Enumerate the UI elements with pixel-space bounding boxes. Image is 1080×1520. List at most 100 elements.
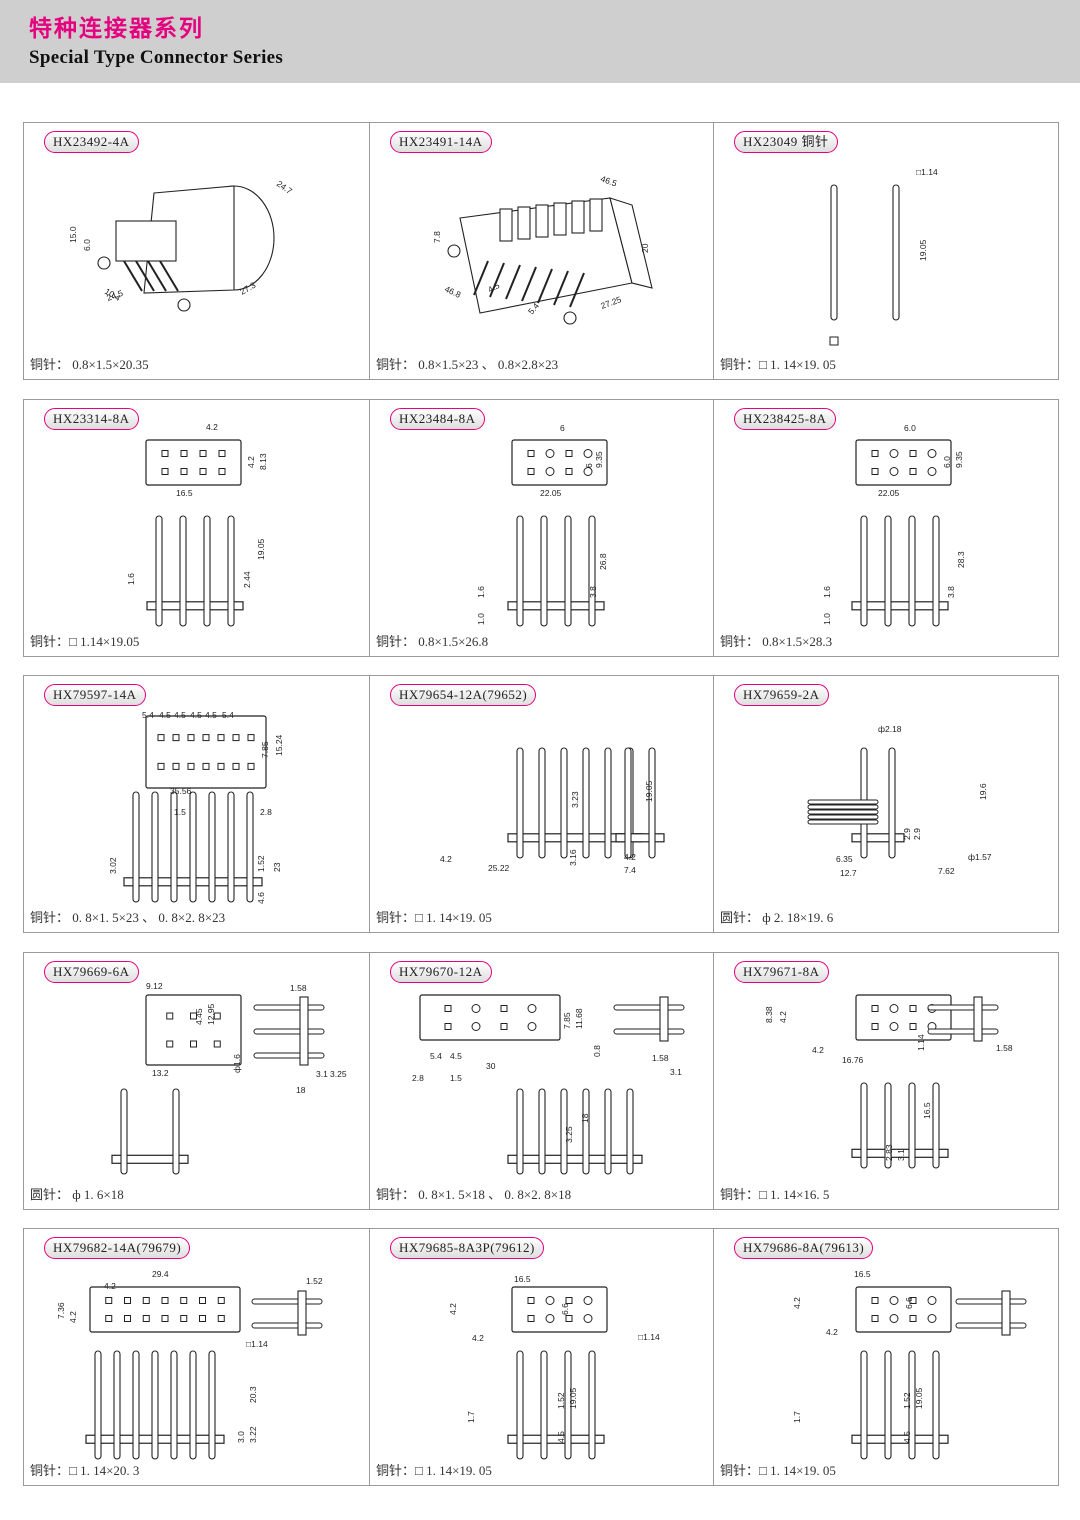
dimension-label: 6.35	[836, 854, 853, 864]
dimension-label: 12.95	[206, 1003, 216, 1025]
dimension-label: 19.05	[568, 1387, 578, 1409]
dimension-label: 29.4	[152, 1269, 169, 1279]
dimension-label: 4.5	[450, 1051, 462, 1061]
dimension-label: 4.5	[205, 710, 217, 720]
dimension-label: ф1.6	[232, 1054, 242, 1073]
dimension-label: 46.5	[599, 173, 618, 188]
dimension-label: ф2.18	[878, 724, 902, 734]
dimension-label: 4.2	[826, 1327, 838, 1337]
dimension-label: □1.14	[246, 1339, 268, 1349]
dimension-label: 12.7	[840, 868, 857, 878]
dimension-label: 4.2	[68, 1311, 78, 1323]
model-number-badge: HX23049 铜针	[734, 131, 838, 153]
dimension-label: 16.5	[922, 1102, 932, 1119]
dimension-label: 3.1	[670, 1067, 682, 1077]
dimension-label: 8.38	[764, 1006, 774, 1023]
dimension-label: 1.52	[306, 1276, 323, 1286]
model-number-badge: HX79685-8A3P(79612)	[390, 1237, 544, 1259]
dimension-label: 4.5	[159, 710, 171, 720]
dimension-label: 3.25	[330, 1069, 347, 1079]
dimension-label: 6.0	[82, 239, 92, 251]
dimension-label: 24.7	[275, 178, 295, 196]
dimension-label: 16.5	[854, 1269, 871, 1279]
dimension-label: 19.05	[918, 239, 928, 261]
dimension-label: 28.3	[956, 551, 966, 568]
model-number-badge: HX79659-2A	[734, 684, 829, 706]
model-number-badge: HX79671-8A	[734, 961, 829, 983]
page-title-english: Special Type Connector Series	[29, 47, 284, 68]
dimension-label: 4.2	[448, 1303, 458, 1315]
model-number-badge: HX238425-8A	[734, 408, 836, 430]
model-number-badge: HX23314-8A	[44, 408, 139, 430]
dimension-label: 5.4	[142, 710, 154, 720]
dimension-label: 1.58	[652, 1053, 669, 1063]
dimension-label: 0.8	[592, 1045, 602, 1057]
dimension-label: 6.6	[904, 1297, 914, 1309]
dimension-label: 1.52	[556, 1392, 566, 1409]
dimension-label: 6.6	[560, 1303, 570, 1315]
pin-specification: 铜针： 0.8×1.5×20.35	[30, 357, 149, 372]
dimension-label: 6.0	[942, 456, 952, 468]
dimension-label: 1.6	[476, 586, 486, 598]
dimension-label: 4.2	[812, 1045, 824, 1055]
dimension-label: 1.0	[476, 613, 486, 625]
model-number-badge: HX79686-8A(79613)	[734, 1237, 874, 1259]
dimension-label: 4.5	[556, 1431, 566, 1443]
dimension-label: 20	[640, 243, 650, 253]
dimension-label: 6	[584, 463, 594, 468]
dimension-label: 4.5	[174, 710, 186, 720]
page-header: 特种连接器系列 Special Type Connector Series	[0, 0, 1080, 83]
dimension-label: 9.35	[594, 451, 604, 468]
model-number-badge: HX79669-6A	[44, 961, 139, 983]
dimension-label: 3.25	[564, 1126, 574, 1143]
dimension-label: 4.5	[902, 1431, 912, 1443]
dimension-label: 11.68	[574, 1008, 584, 1029]
dimension-label: 1.58	[290, 983, 307, 993]
dimension-label: 4.6	[256, 892, 266, 904]
dimension-label: 46.8	[443, 284, 462, 300]
dimension-label: 3.8	[588, 586, 598, 598]
dimension-label: 7.36	[56, 1302, 66, 1319]
dimension-label: 4.2	[472, 1333, 484, 1343]
model-number-badge: HX79597-14A	[44, 684, 146, 706]
dimension-label: 2.8	[260, 807, 272, 817]
dimension-label: 30	[486, 1061, 496, 1071]
page-title-chinese: 特种连接器系列	[29, 16, 204, 42]
dimension-label: 4.2	[206, 422, 218, 432]
dimension-label: 27.25	[599, 294, 623, 311]
dimension-label: 1.52	[902, 1392, 912, 1409]
dimension-label: 4.2	[778, 1011, 788, 1023]
dimension-label: 25.22	[488, 863, 510, 873]
pin-specification: 铜针： 0. 8×1. 5×23 、 0. 8×2. 8×23	[30, 910, 226, 925]
dimension-label: 9.35	[954, 451, 964, 468]
dimension-label: 3.16	[568, 849, 578, 866]
dimension-label: 7.85	[260, 741, 270, 758]
dimension-label: 19.05	[914, 1387, 924, 1409]
dimension-label: 2.9	[912, 828, 922, 840]
dimension-label: □1.14	[638, 1332, 660, 1342]
dimension-label: 5.4	[430, 1051, 442, 1061]
pin-specification: 铜针：□ 1. 14×19. 05	[720, 1463, 836, 1478]
dimension-label: 2.44	[242, 571, 252, 588]
model-number-badge: HX79654-12A(79652)	[390, 684, 537, 706]
dimension-label: 1.5	[174, 807, 186, 817]
dimension-label: 22.05	[878, 488, 900, 498]
dimension-label: 16.5	[176, 488, 193, 498]
dimension-label: 16.5	[514, 1274, 531, 1284]
